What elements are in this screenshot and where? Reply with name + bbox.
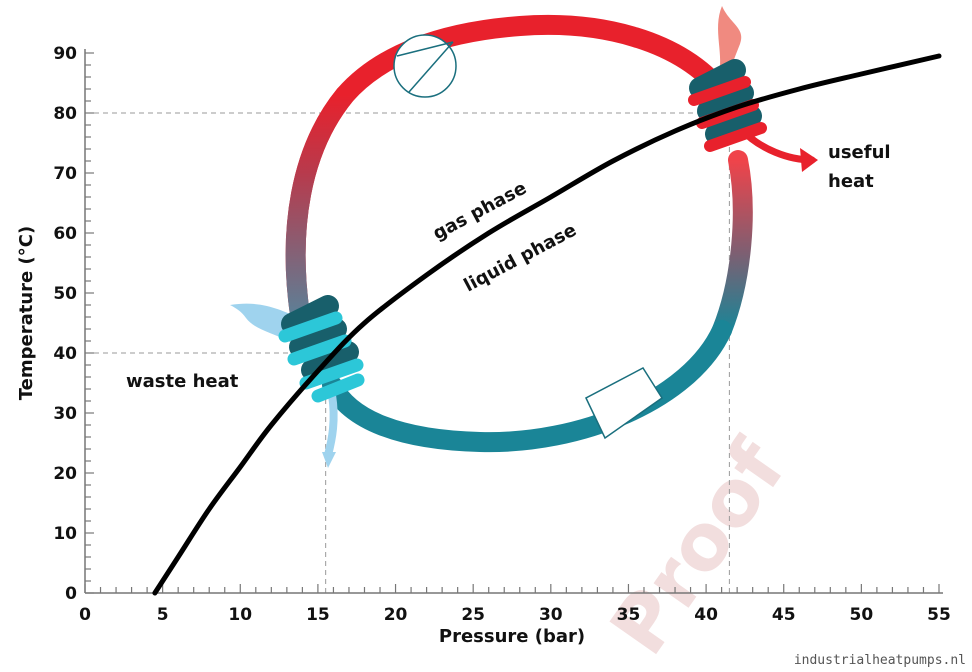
y-tick-label: 70 (53, 164, 77, 184)
x-tick-label: 15 (306, 605, 330, 625)
x-tick-label: 50 (850, 605, 874, 625)
evaporator-coil (278, 295, 365, 403)
liquid-phase-label: liquid phase (460, 220, 579, 297)
x-tick-label: 0 (79, 605, 91, 625)
cycle-liquid-section (322, 320, 732, 453)
credit-text: industrialheatpumps.nl (794, 653, 966, 668)
useful-heat-label-line1: useful (828, 142, 891, 163)
waste-heat-label: waste heat (126, 371, 239, 392)
y-tick-label: 80 (53, 104, 77, 124)
y-tick-label: 90 (53, 44, 77, 64)
x-tick-label: 35 (617, 605, 641, 625)
x-tick-label: 45 (772, 605, 796, 625)
saturation-curve (152, 53, 942, 596)
y-tick-label: 0 (65, 584, 77, 604)
y-tick-label: 30 (53, 404, 77, 424)
x-tick-label: 40 (694, 605, 718, 625)
compressor (393, 34, 457, 98)
useful-heat-label-line2: heat (828, 171, 874, 192)
cycle-right-descent (712, 150, 753, 340)
gas-phase-label: gas phase (429, 178, 530, 245)
y-tick-label: 50 (53, 284, 77, 304)
expansion-valve (585, 367, 664, 440)
axes: 0 5 10 15 20 25 30 35 40 45 50 55 0 10 20 30 40 50 60 70 80 9… (53, 44, 951, 625)
y-tick-label: 40 (53, 344, 77, 364)
x-tick-label: 25 (461, 605, 485, 625)
y-tick-label: 20 (53, 464, 77, 484)
x-axis-title: Pressure (bar) (439, 626, 585, 647)
watermark: Proof (594, 424, 804, 670)
y-tick-label: 10 (53, 524, 77, 544)
condenser-coil (688, 59, 767, 152)
x-tick-label: 55 (927, 605, 951, 625)
x-tick-label: 10 (228, 605, 252, 625)
x-tick-label: 20 (384, 605, 408, 625)
cycle-hot-to-cold-left (285, 85, 355, 325)
y-axis-title: Temperature (°C) (16, 226, 37, 400)
x-tick-label: 5 (157, 605, 169, 625)
y-tick-label: 60 (53, 224, 77, 244)
reference-lines (85, 112, 730, 593)
x-tick-label: 30 (539, 605, 563, 625)
